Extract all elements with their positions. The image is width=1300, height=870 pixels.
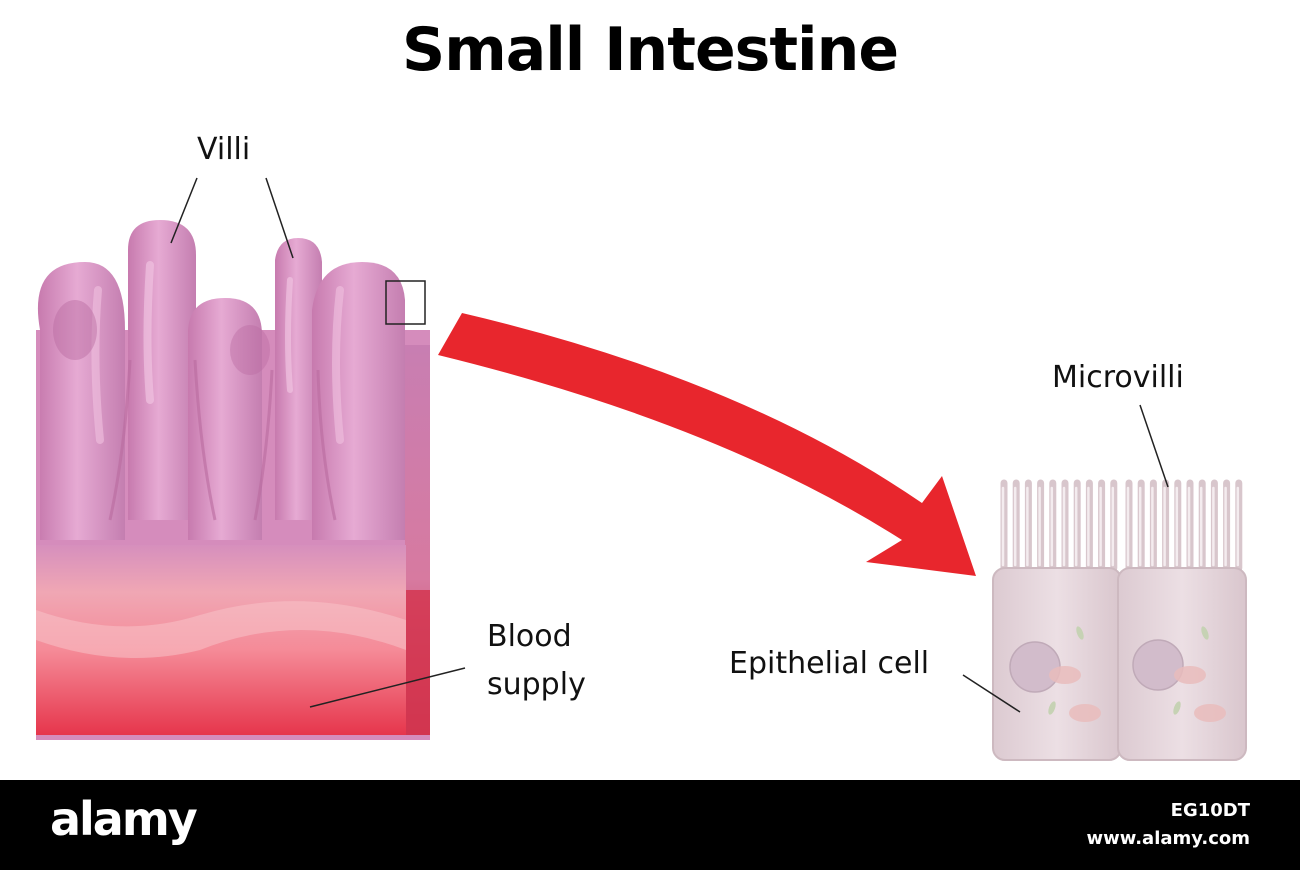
villus xyxy=(37,262,126,540)
nucleus xyxy=(1009,641,1061,693)
microvilli-leader xyxy=(1139,404,1169,488)
microvilli-label: Microvilli xyxy=(1052,360,1184,395)
villi-leader-right xyxy=(265,177,294,259)
villi-leader-left xyxy=(170,177,198,244)
blood-supply-region xyxy=(36,545,430,735)
footer-bar: alamy EG10DT www.alamy.com xyxy=(0,780,1300,870)
epithelial-cells xyxy=(992,567,1247,761)
nucleus xyxy=(1132,639,1184,691)
page-title: Small Intestine xyxy=(401,15,899,85)
blood-supply-leader xyxy=(309,667,466,708)
image-id: EG10DT xyxy=(1170,800,1250,821)
villus xyxy=(128,220,196,520)
zoom-arrow xyxy=(438,313,976,576)
villi-label: Villi xyxy=(197,132,251,167)
zoom-box xyxy=(385,280,426,325)
villus xyxy=(312,262,405,540)
site-url: www.alamy.com xyxy=(1086,828,1250,849)
blood-supply-label-line2: supply xyxy=(487,667,586,702)
villi-tissue xyxy=(36,220,430,740)
leader-lines xyxy=(170,177,1169,713)
blood-supply-label-line1: Blood xyxy=(487,619,572,654)
brand-logo: alamy xyxy=(50,792,198,846)
epithelial-leader xyxy=(962,674,1021,713)
epithelial-cell-label: Epithelial cell xyxy=(729,646,930,681)
